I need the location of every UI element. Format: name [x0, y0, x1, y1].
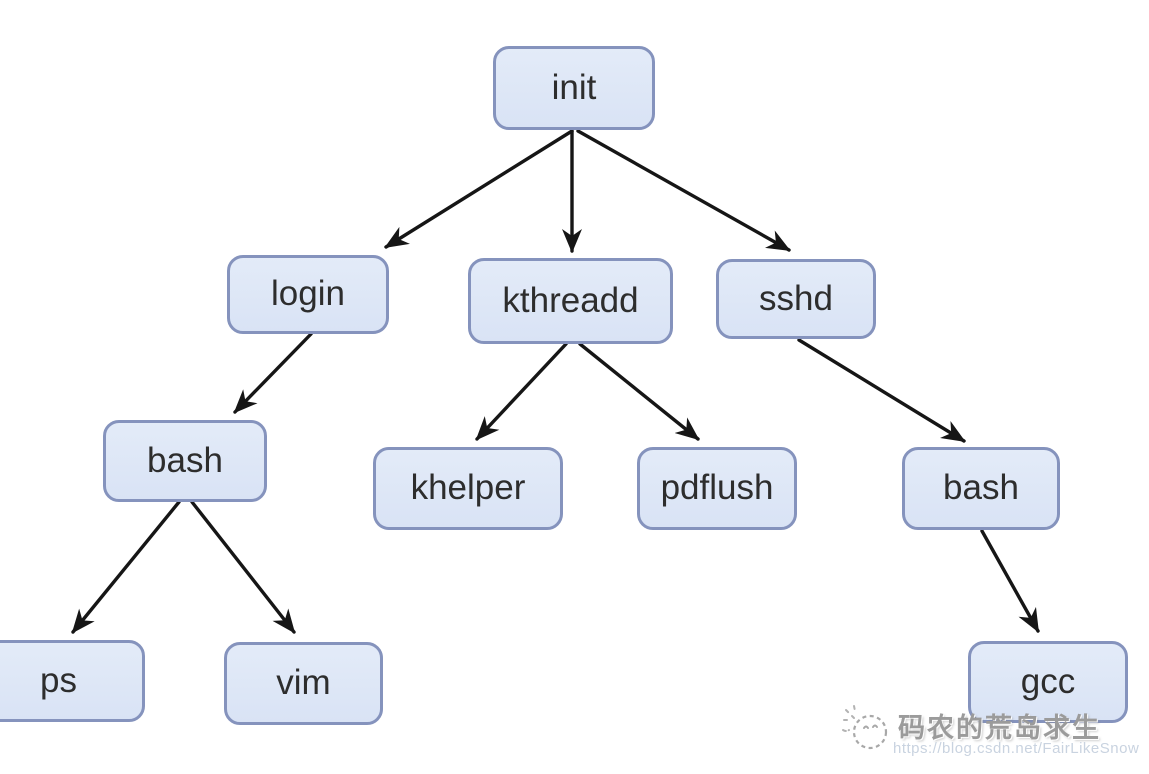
node-gcc-label: gcc: [1020, 661, 1076, 701]
arrow-bash-gcc: [980, 529, 1040, 633]
watermark-url: https://blog.csdn.net/FairLikeSnow: [893, 740, 1140, 757]
node-sshd-label: sshd: [759, 278, 833, 318]
node-sshd: sshd: [716, 259, 876, 339]
watermark-brand: 码农的荒岛求生: [898, 713, 1101, 743]
node-pdflush: pdflush: [637, 447, 797, 530]
arrow-kthreadd-pdflush: [578, 342, 700, 441]
node-init-label: init: [551, 67, 597, 107]
arrow-init-sshd: [576, 129, 791, 252]
arrow-sshd-bash: [797, 338, 966, 443]
node-login-label: login: [271, 274, 345, 313]
watermark-logo-icon: [842, 705, 888, 750]
node-khelper-label: khelper: [410, 468, 526, 507]
arrow-bash-ps: [71, 500, 181, 634]
node-bash-sshd: bash: [902, 447, 1060, 530]
node-ps-label: ps: [40, 660, 77, 700]
node-bash-login: bash: [103, 420, 267, 502]
node-bash-sshd-label: bash: [943, 468, 1019, 507]
node-bash-login-label: bash: [147, 440, 223, 480]
node-kthreadd: kthreadd: [468, 258, 673, 344]
node-vim-label: vim: [276, 663, 331, 702]
node-login: login: [227, 255, 389, 334]
arrow-kthreadd-khelper: [475, 342, 568, 441]
node-vim: vim: [224, 642, 383, 725]
node-pdflush-label: pdflush: [660, 468, 774, 507]
node-gcc: gcc: [968, 641, 1128, 723]
arrow-init-login: [384, 129, 574, 249]
node-init: init: [493, 46, 655, 130]
node-ps: ps: [0, 640, 145, 722]
watermark: 码农的荒岛求生 https://blog.csdn.net/FairLikeSn…: [836, 694, 1149, 774]
node-khelper: khelper: [373, 447, 563, 530]
arrow-bash-vim: [190, 500, 296, 634]
arrow-login-bash: [233, 332, 313, 414]
node-kthreadd-label: kthreadd: [502, 280, 639, 320]
